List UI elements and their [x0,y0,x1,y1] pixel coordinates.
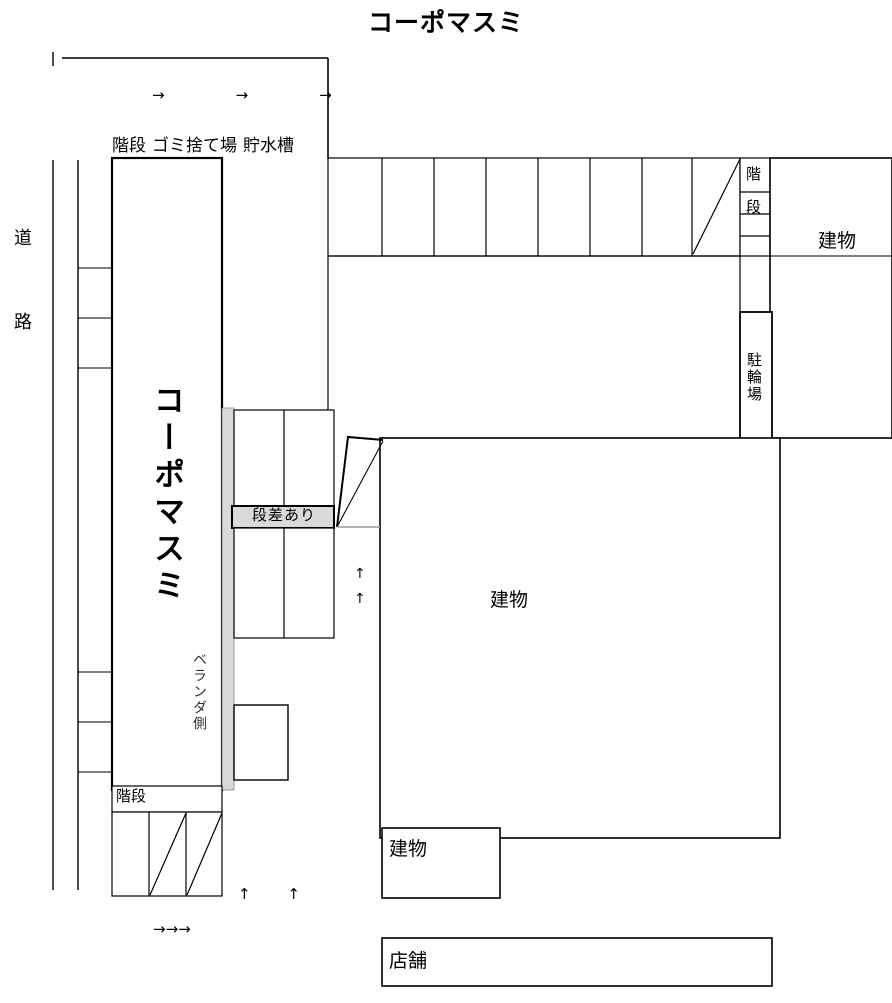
stairs-top-label: 階段 [112,136,146,156]
main-building-label: コーポマスミ [148,384,184,606]
water-tank-label: 貯水槽 [243,136,294,156]
shop-building [381,937,773,987]
page-title: コーポマスミ [367,8,524,37]
middle-small-box [233,704,289,781]
top-facility-label-row: 階段ゴミ捨て場貯水槽 [112,136,300,156]
road-label: 道 路 [11,228,32,354]
bicycle-parking-label: 駐輪場 [745,352,763,403]
bottom-building-label: 建物 [389,838,428,860]
bicycle-parking-area [739,311,773,443]
veranda-side-label: ベランダ側 [191,652,207,732]
bottom-building [381,827,501,899]
bottom-up-arrows: ↑ ↑ [238,885,316,903]
bottom-direction-arrows: →→→ [153,920,191,938]
center-building-roof-notch [336,435,384,528]
right-stairs-column [739,157,771,257]
upper-parking-row [327,157,741,257]
road-lines [52,52,79,890]
middle-up-arrow-second: ↑ [354,591,366,607]
stairs-bottom-label: 階段 [116,787,147,805]
garbage-area-label: ゴミ捨て場 [152,136,237,156]
right-building-label: 建物 [818,230,857,252]
right-building [769,157,892,439]
top-direction-arrows: → → → [152,86,360,104]
veranda-side-strip [221,407,235,791]
bottom-stairs-area [111,785,223,897]
center-building [379,437,781,839]
mid-right-open-area [327,255,741,438]
middle-up-arrow-first: ↑ [354,566,366,582]
left-parking-cells [78,267,112,773]
shop-label: 店舗 [389,950,428,972]
upper-ramp-diagonal [692,158,741,255]
center-building-label: 建物 [490,589,529,611]
stairs-right-label: 階段 [744,166,762,232]
middle-upper-parking-block [233,409,335,507]
middle-lower-parking-block [233,527,335,639]
step-warning-label: 段差あり [252,506,317,524]
top-access-lane [62,57,329,158]
